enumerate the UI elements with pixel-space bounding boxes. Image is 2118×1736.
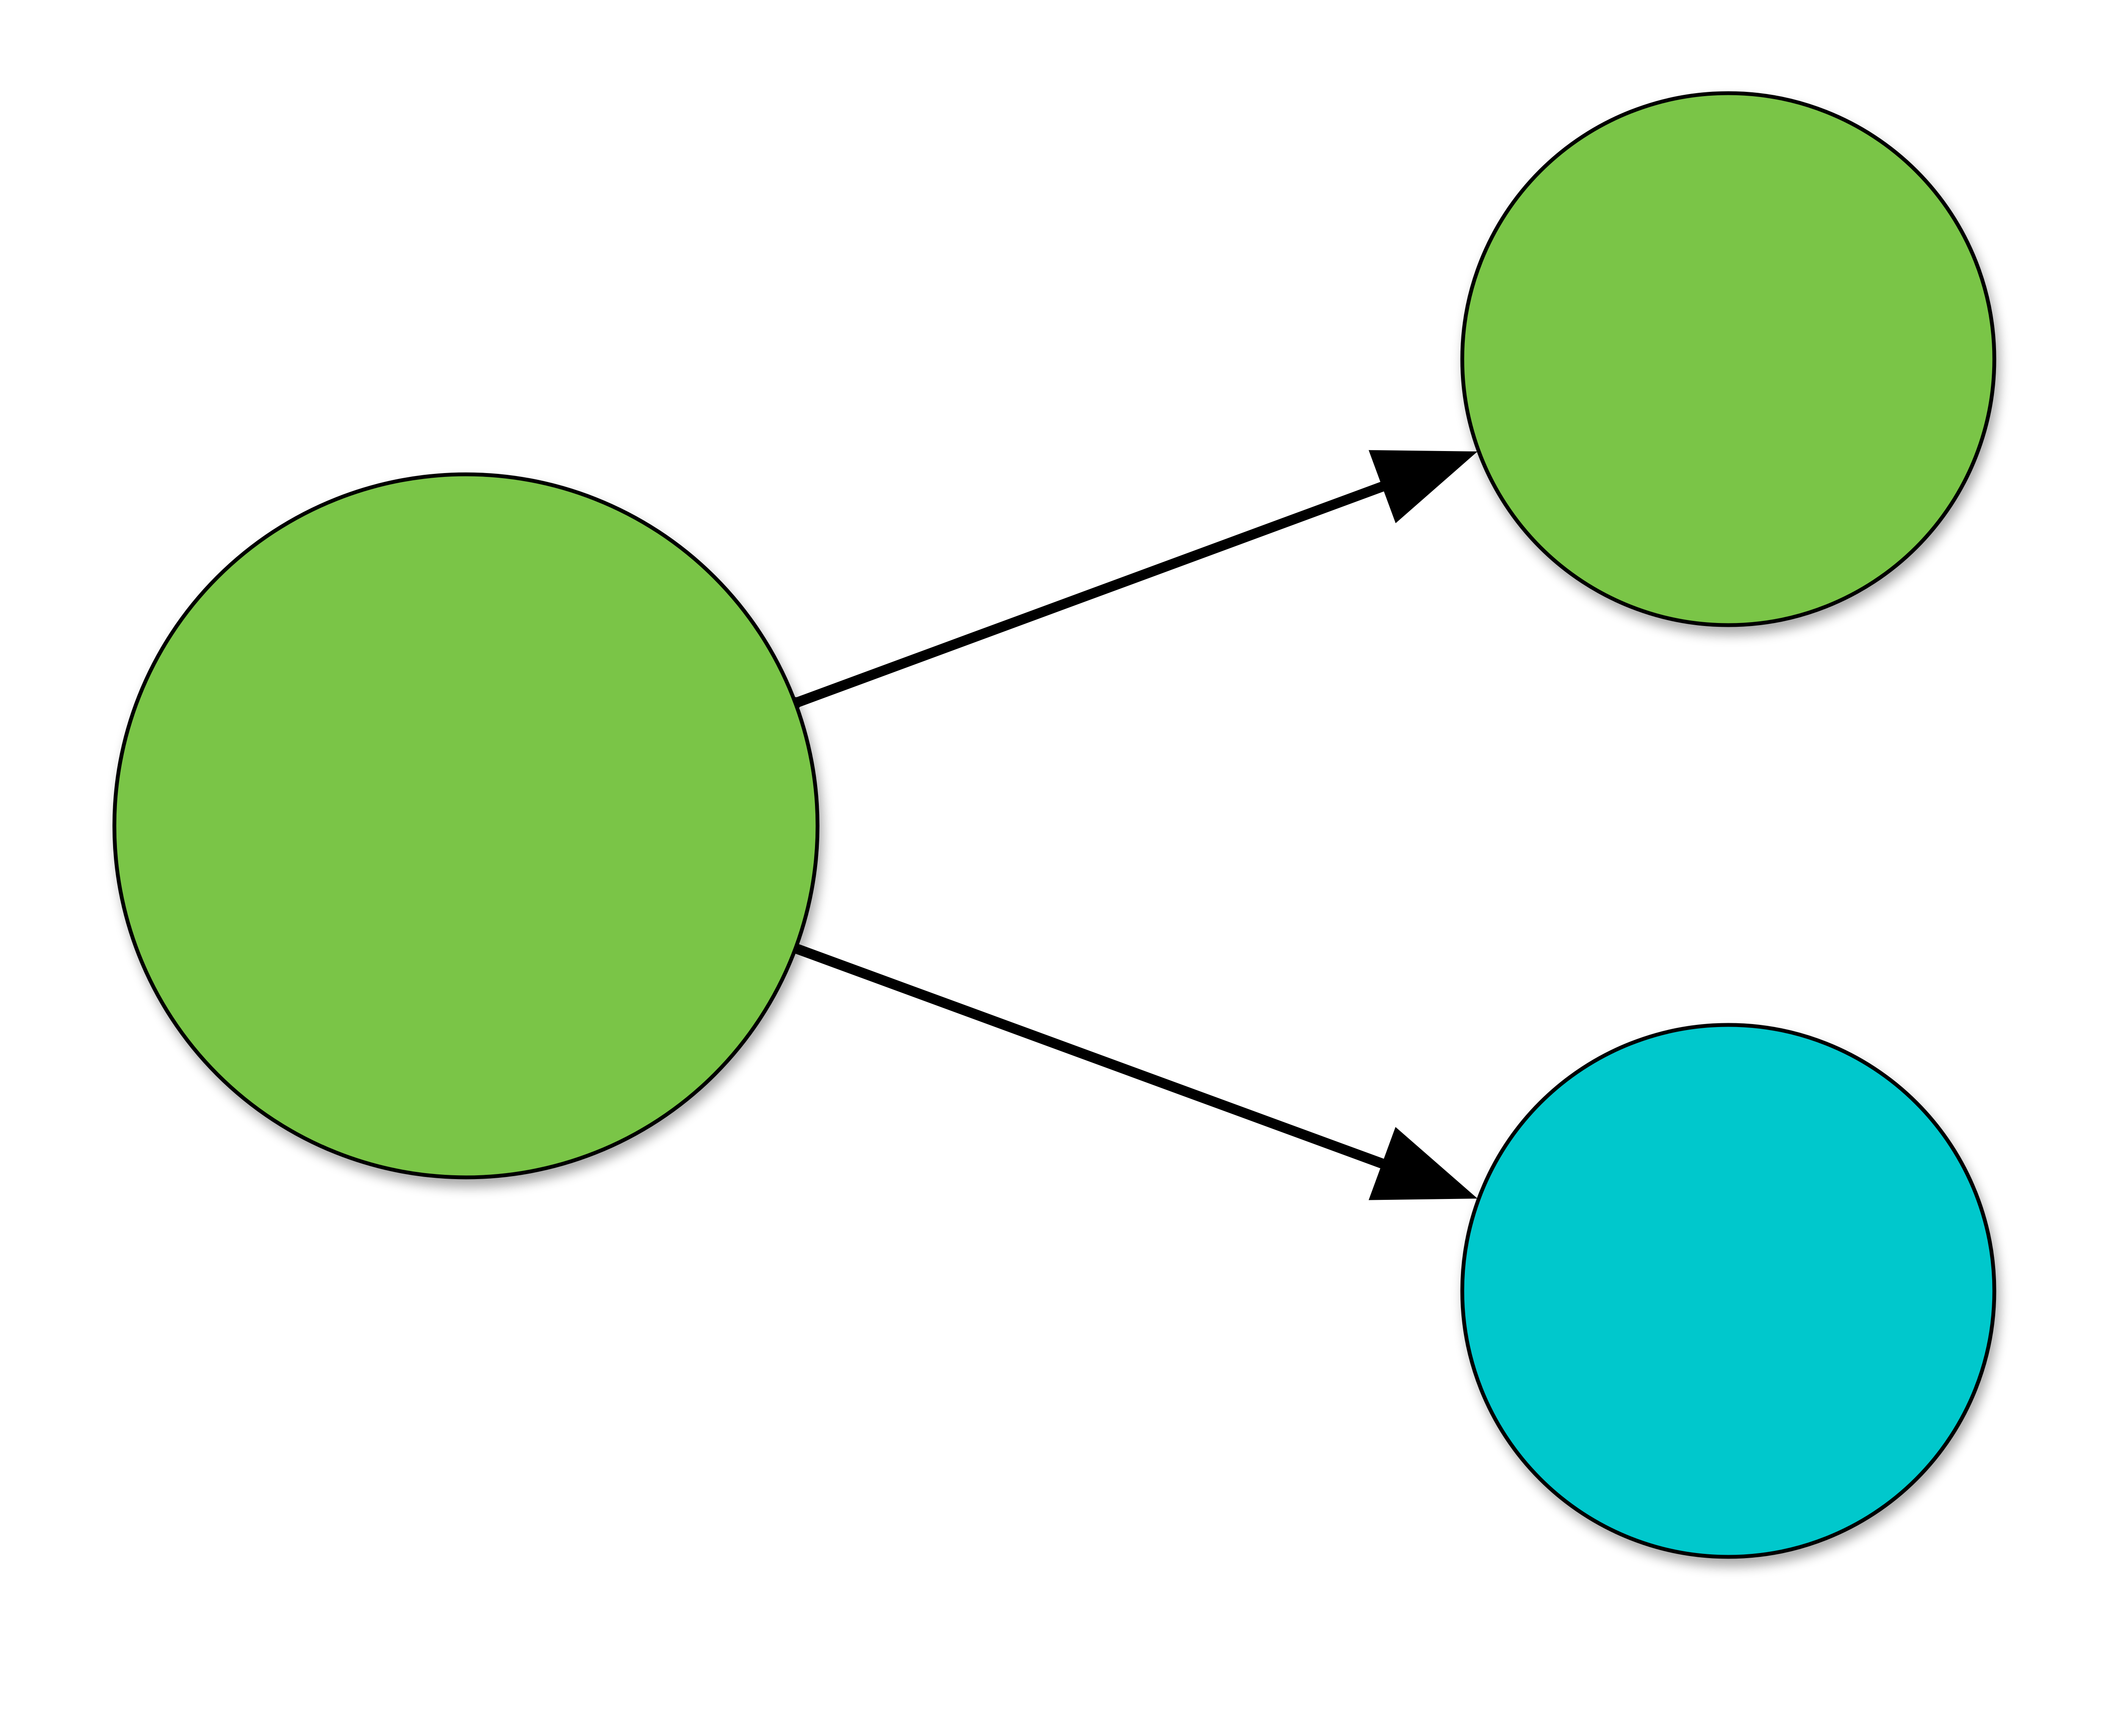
node-circle-target-bottom	[1460, 1023, 1996, 1559]
edges-layer	[788, 450, 1478, 1200]
edge-arrow-source-to-target-top	[790, 450, 1478, 709]
nodes-layer	[112, 91, 1996, 1559]
arrowhead-icon	[1368, 450, 1478, 523]
edge-arrow-source-to-target-bottom	[788, 942, 1478, 1200]
node-circle-source	[112, 472, 820, 1179]
edge-line	[789, 943, 1395, 1172]
arrowhead-icon	[1368, 1127, 1478, 1200]
edge-line	[790, 479, 1395, 708]
node-circle-target-top	[1460, 91, 1996, 627]
